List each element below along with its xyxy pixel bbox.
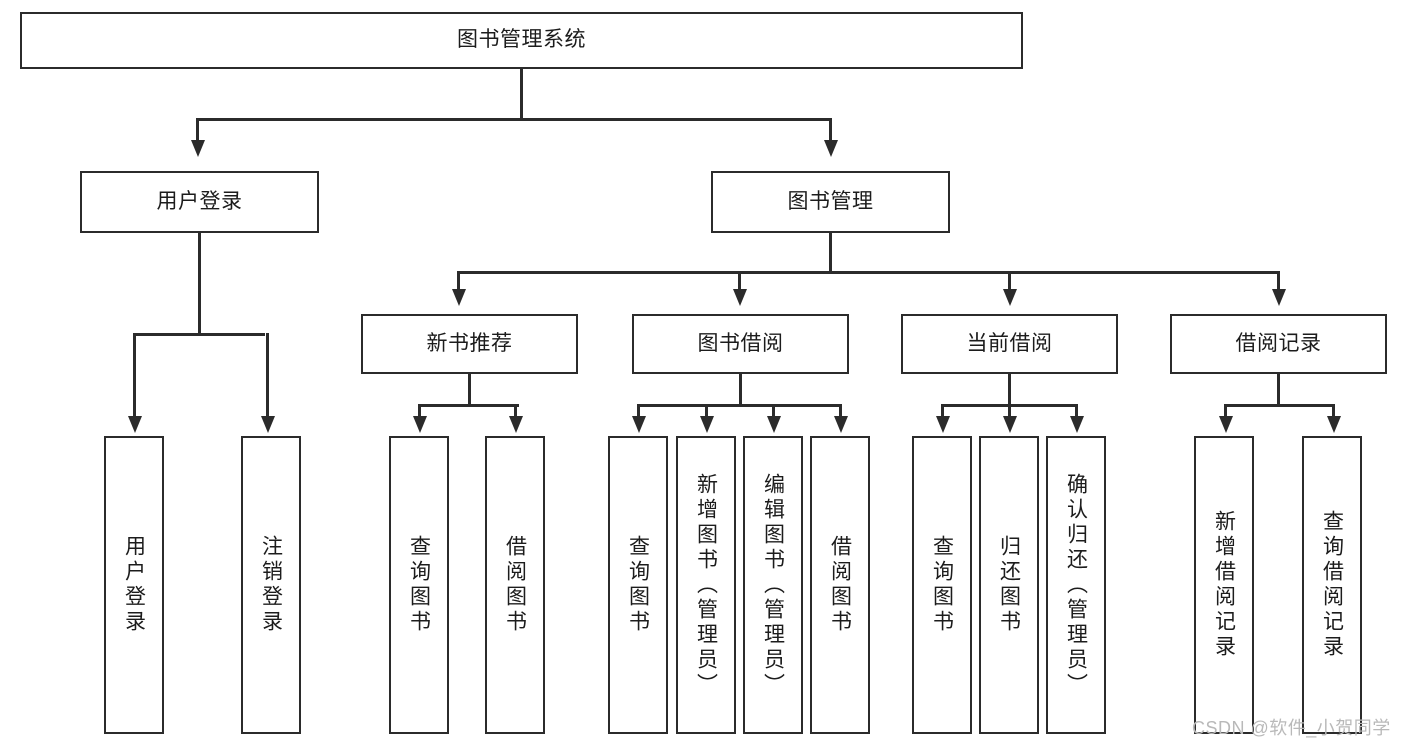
arrow-to-bb-leaf3 [767, 416, 781, 433]
connector-root-split-bar [196, 118, 832, 121]
arrow-to-bb-leaf1 [632, 416, 646, 433]
connector-bb-leaf1 [637, 404, 640, 418]
connector-bb-leaf2 [705, 404, 708, 418]
arrow-to-new-book-recommend [452, 289, 466, 306]
arrow-to-logout-leaf [261, 416, 275, 433]
connector-br-leaf2 [1332, 404, 1335, 418]
node-label: 图书管理 [787, 189, 874, 213]
leaf-add-borrow-record[interactable]: 新增借阅记录 [1194, 436, 1254, 734]
node-current-borrow[interactable]: 当前借阅 [901, 314, 1118, 374]
arrow-to-user-login-leaf [128, 416, 142, 433]
node-label: 图书借阅 [697, 331, 784, 355]
leaf-label: 借阅图书 [828, 535, 852, 635]
connector-new-book-stem [468, 374, 471, 405]
leaf-query-book-current[interactable]: 查询图书 [912, 436, 972, 734]
leaf-label: 查询图书 [407, 535, 431, 635]
leaf-edit-book-admin[interactable]: 编辑图书（管理员） [743, 436, 803, 734]
node-label: 当前借阅 [966, 331, 1053, 355]
leaf-label: 查询借阅记录 [1320, 510, 1344, 660]
connector-book-management-stem [829, 233, 832, 273]
connector-nb-leaf2 [514, 404, 517, 418]
connector-root-stem [520, 69, 523, 119]
connector-bm-to-borrow-record [1277, 271, 1280, 291]
connector-book-borrow-split-bar [637, 404, 841, 407]
node-book-borrow[interactable]: 图书借阅 [632, 314, 849, 374]
leaf-label: 新增借阅记录 [1212, 510, 1236, 660]
connector-user-login-leaf2 [266, 333, 269, 418]
arrow-to-cb-leaf3 [1070, 416, 1084, 433]
leaf-query-book-recommend[interactable]: 查询图书 [389, 436, 449, 734]
node-new-book-recommend[interactable]: 新书推荐 [361, 314, 578, 374]
connector-user-login-split-bar [133, 333, 265, 336]
leaf-label: 确认归还（管理员） [1064, 472, 1088, 698]
leaf-label: 查询图书 [930, 535, 954, 635]
arrow-to-cb-leaf2 [1003, 416, 1017, 433]
arrow-to-nb-leaf2 [509, 416, 523, 433]
connector-borrow-record-stem [1277, 374, 1280, 405]
arrow-to-br-leaf2 [1327, 416, 1341, 433]
watermark-text: CSDN @软件_小贺同学 [1192, 718, 1391, 738]
leaf-label: 借阅图书 [503, 535, 527, 635]
leaf-label: 编辑图书（管理员） [761, 472, 785, 698]
connector-cb-leaf1 [941, 404, 944, 418]
connector-bb-leaf3 [772, 404, 775, 418]
connector-bm-to-new-book [457, 271, 460, 291]
connector-nb-leaf1 [418, 404, 421, 418]
leaf-user-login[interactable]: 用户登录 [104, 436, 164, 734]
connector-bb-leaf4 [839, 404, 842, 418]
arrow-to-user-login [191, 140, 205, 157]
leaf-return-book[interactable]: 归还图书 [979, 436, 1039, 734]
arrow-to-book-borrow [733, 289, 747, 306]
arrow-to-borrow-record [1272, 289, 1286, 306]
connector-bm-to-book-borrow [738, 271, 741, 291]
node-book-management[interactable]: 图书管理 [711, 171, 950, 233]
node-root-book-management-system[interactable]: 图书管理系统 [20, 12, 1023, 69]
node-borrow-record[interactable]: 借阅记录 [1170, 314, 1387, 374]
connector-current-borrow-stem [1008, 374, 1011, 405]
connector-root-to-book-management [829, 118, 832, 142]
arrow-to-nb-leaf1 [413, 416, 427, 433]
arrow-to-br-leaf1 [1219, 416, 1233, 433]
connector-user-login-stem [198, 233, 201, 334]
node-label: 新书推荐 [426, 331, 513, 355]
node-label: 借阅记录 [1235, 331, 1322, 355]
arrow-to-bb-leaf4 [834, 416, 848, 433]
leaf-query-book-borrow[interactable]: 查询图书 [608, 436, 668, 734]
leaf-borrow-book[interactable]: 借阅图书 [810, 436, 870, 734]
connector-cb-leaf2 [1008, 404, 1011, 418]
node-user-login[interactable]: 用户登录 [80, 171, 319, 233]
connector-book-borrow-stem [739, 374, 742, 405]
leaf-borrow-book-recommend[interactable]: 借阅图书 [485, 436, 545, 734]
leaf-label: 注销登录 [259, 535, 283, 635]
connector-br-leaf1 [1224, 404, 1227, 418]
leaf-logout[interactable]: 注销登录 [241, 436, 301, 734]
leaf-add-book-admin[interactable]: 新增图书（管理员） [676, 436, 736, 734]
leaf-label: 新增图书（管理员） [694, 472, 718, 698]
arrow-to-book-management [824, 140, 838, 157]
arrow-to-current-borrow [1003, 289, 1017, 306]
node-label: 用户登录 [156, 189, 243, 213]
connector-user-login-leaf1 [133, 333, 136, 418]
connector-root-to-user-login [196, 118, 199, 142]
leaf-label: 用户登录 [122, 535, 146, 635]
connector-book-management-split-bar [457, 271, 1280, 274]
connector-cb-leaf3 [1075, 404, 1078, 418]
leaf-query-borrow-record[interactable]: 查询借阅记录 [1302, 436, 1362, 734]
leaf-confirm-return-admin[interactable]: 确认归还（管理员） [1046, 436, 1106, 734]
connector-new-book-split-bar [418, 404, 519, 407]
connector-borrow-record-split-bar [1224, 404, 1333, 407]
leaf-label: 归还图书 [997, 535, 1021, 635]
node-label: 图书管理系统 [457, 28, 586, 52]
arrow-to-bb-leaf2 [700, 416, 714, 433]
connector-bm-to-current-borrow [1008, 271, 1011, 291]
leaf-label: 查询图书 [626, 535, 650, 635]
arrow-to-cb-leaf1 [936, 416, 950, 433]
